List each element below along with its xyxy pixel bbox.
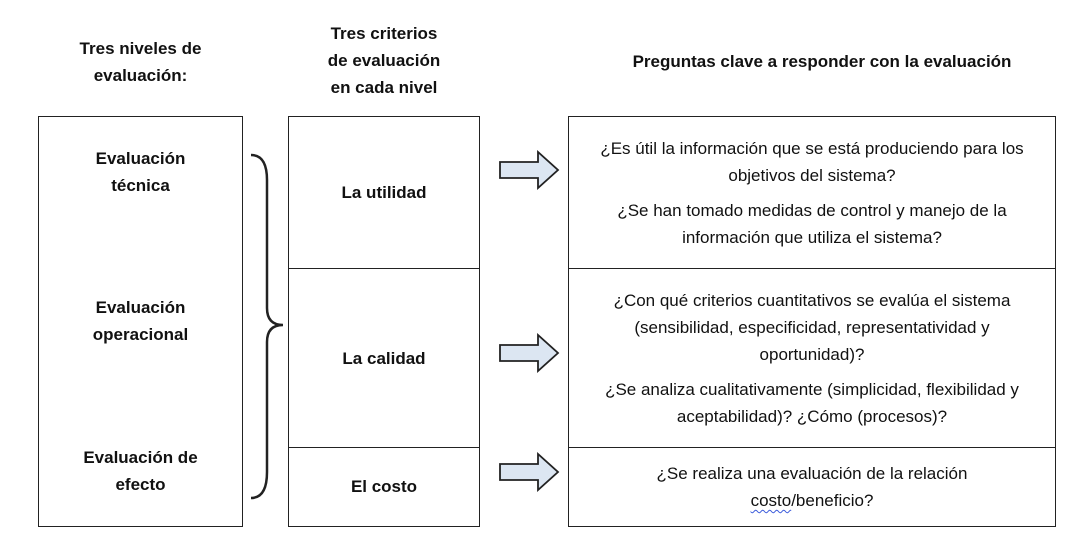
header-line: Tres niveles de bbox=[79, 39, 202, 58]
criterion-quality: La calidad bbox=[342, 348, 426, 368]
header-line: evaluación: bbox=[93, 66, 188, 85]
level-line: efecto bbox=[115, 475, 166, 494]
header-line: Tres criterios bbox=[330, 24, 438, 43]
questions-row: ¿Con qué criterios cuantitativos se eval… bbox=[569, 268, 1055, 448]
spellcheck-word: costo bbox=[750, 491, 792, 510]
question: ¿Se realiza una evaluación de la relació… bbox=[609, 460, 1015, 514]
level-line: operacional bbox=[92, 325, 189, 344]
arrow-right-icon bbox=[499, 150, 560, 190]
header-criteria: Tres criterios de evaluación en cada niv… bbox=[288, 20, 480, 101]
level-line: técnica bbox=[111, 176, 170, 195]
level-line: Evaluación bbox=[95, 298, 186, 317]
criterion-cost: El costo bbox=[350, 477, 418, 496]
level-effect: Evaluación de efecto bbox=[39, 444, 242, 498]
criterion-utility: La utilidad bbox=[341, 183, 427, 202]
level-line: Evaluación bbox=[95, 149, 186, 168]
levels-box: Evaluación técnica Evaluación operaciona… bbox=[38, 116, 243, 527]
question-text: ¿Se realiza una evaluación de la relació… bbox=[656, 464, 968, 483]
question-text: /beneficio? bbox=[791, 491, 874, 510]
arrow-right-icon bbox=[499, 333, 560, 373]
questions-row: ¿Es útil la información que se está prod… bbox=[569, 117, 1055, 269]
header-questions: Preguntas clave a responder con la evalu… bbox=[632, 52, 1012, 71]
arrow-right-icon bbox=[499, 452, 560, 492]
criteria-row: La calidad bbox=[289, 268, 479, 448]
header-line: en cada nivel bbox=[330, 78, 438, 97]
header-levels: Tres niveles de evaluación: bbox=[38, 35, 243, 89]
criteria-box: La utilidad La calidad El costo bbox=[288, 116, 480, 527]
questions-row: ¿Se realiza una evaluación de la relació… bbox=[569, 447, 1055, 526]
question: ¿Se han tomado medidas de control y mane… bbox=[617, 201, 1007, 247]
question: ¿Con qué criterios cuantitativos se eval… bbox=[613, 291, 1011, 364]
brace-icon bbox=[250, 153, 284, 500]
level-operational: Evaluación operacional bbox=[39, 294, 242, 348]
question: ¿Se analiza cualitativamente (simplicida… bbox=[605, 380, 1019, 426]
level-technical: Evaluación técnica bbox=[39, 145, 242, 199]
header-line: de evaluación bbox=[327, 51, 441, 70]
questions-box: ¿Es útil la información que se está prod… bbox=[568, 116, 1056, 527]
criteria-row: La utilidad bbox=[289, 117, 479, 269]
level-line: Evaluación de bbox=[83, 448, 198, 467]
criteria-row: El costo bbox=[289, 447, 479, 526]
question: ¿Es útil la información que se está prod… bbox=[600, 139, 1024, 185]
